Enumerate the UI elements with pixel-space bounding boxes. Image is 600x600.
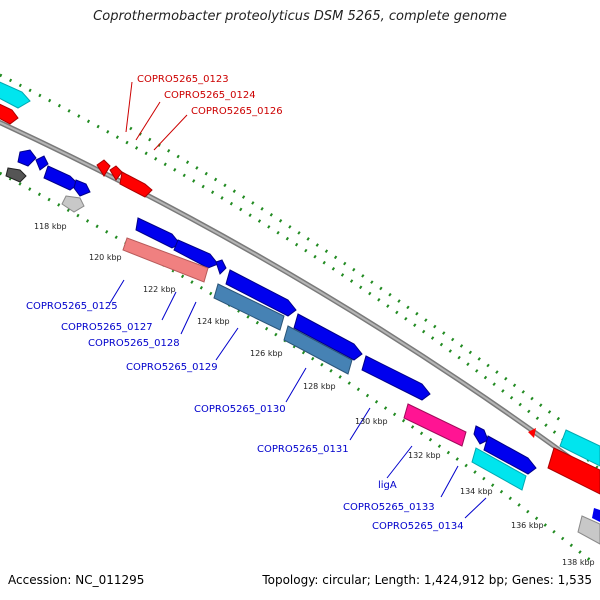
gene-label-0128[interactable]: COPRO5265_0128 (88, 338, 180, 349)
gene-label-0126[interactable]: COPRO5265_0126 (191, 106, 283, 117)
length-label: Length: (374, 573, 421, 587)
accession-label: Accession: (8, 573, 72, 587)
leader-lines (109, 81, 487, 519)
genome-stats: Topology: circular; Length: 1,424,912 bp… (262, 573, 592, 587)
gene-blue-0128[interactable] (225, 269, 297, 317)
accession-info: Accession: NC_011295 (8, 573, 144, 587)
gene-blue-0131[interactable] (473, 425, 489, 445)
gene-red-0123[interactable] (96, 159, 111, 177)
scale-label: 130 kbp (355, 417, 388, 426)
gene-blue-0133[interactable] (483, 435, 537, 475)
map-title: Coprothermobacter proteolyticus DSM 5265… (93, 9, 507, 24)
outer-tick-track (0, 73, 600, 472)
gene-magenta-liga[interactable] (403, 403, 467, 447)
red-gene-labels: COPRO5265_0123 COPRO5265_0124 COPRO5265_… (137, 74, 283, 117)
gene-pink-0125[interactable] (122, 237, 209, 283)
gene-blue-small[interactable] (215, 259, 227, 275)
topology-label: Topology: (262, 573, 319, 587)
gene-label-0129[interactable]: COPRO5265_0129 (126, 362, 218, 373)
genes-label: Genes: (511, 573, 554, 587)
genes-value: 1,535 (557, 573, 592, 587)
gene-cyan-0134[interactable] (471, 447, 527, 491)
genome-backbone (0, 119, 600, 483)
scale-label: 132 kbp (408, 451, 441, 460)
gene-blue-0129[interactable] (293, 313, 363, 361)
gene-blue-a[interactable] (17, 149, 37, 167)
gene-label-0123[interactable]: COPRO5265_0123 (137, 74, 229, 85)
gene-grey-right[interactable] (577, 515, 600, 545)
gene-cyan-topleft[interactable] (0, 80, 31, 109)
scale-label: 128 kbp (303, 382, 336, 391)
gene-red-right[interactable] (547, 447, 600, 495)
gene-label-0133[interactable]: COPRO5265_0133 (343, 502, 435, 513)
scale-label: 134 kbp (460, 487, 493, 496)
inner-tick-track (0, 126, 591, 562)
gene-steel-0129[interactable] (283, 325, 353, 375)
gene-red-topleft[interactable] (0, 102, 19, 125)
gene-blue-0127[interactable] (173, 239, 219, 269)
gene-blue-b[interactable] (35, 155, 49, 171)
accession-value: NC_011295 (75, 573, 145, 587)
gene-blue-right[interactable] (592, 508, 600, 522)
scale-label: 136 kbp (511, 521, 544, 530)
gene-cyan-right[interactable] (559, 429, 600, 467)
scale-label: 126 kbp (250, 349, 283, 358)
gene-blue-0130[interactable] (361, 355, 431, 401)
topology-value: circular (322, 573, 367, 587)
length-value: 1,424,912 bp (423, 573, 504, 587)
gene-label-0127[interactable]: COPRO5265_0127 (61, 322, 153, 333)
gene-blue-c[interactable] (43, 165, 79, 191)
gene-label-0131[interactable]: COPRO5265_0131 (257, 444, 349, 455)
scale-label: 124 kbp (197, 317, 230, 326)
gene-label-0124[interactable]: COPRO5265_0124 (164, 90, 256, 101)
gene-label-0130[interactable]: COPRO5265_0130 (194, 404, 286, 415)
scale-label: 118 kbp (34, 222, 67, 231)
blue-gene-labels: COPRO5265_0125 COPRO5265_0127 COPRO5265_… (26, 301, 464, 532)
gene-steel-0128[interactable] (213, 283, 285, 331)
gene-red-0126[interactable] (119, 171, 153, 198)
scale-labels: 118 kbp 120 kbp 122 kbp 124 kbp 126 kbp … (34, 222, 595, 567)
scale-label: 120 kbp (89, 253, 122, 262)
gene-grey-a[interactable] (61, 195, 85, 213)
gene-dark-a[interactable] (5, 167, 27, 183)
scale-label: 138 kbp (562, 558, 595, 567)
gene-label-liga[interactable]: ligA (378, 480, 397, 491)
scale-label: 122 kbp (143, 285, 176, 294)
gene-label-0125[interactable]: COPRO5265_0125 (26, 301, 118, 312)
gene-label-0134[interactable]: COPRO5265_0134 (372, 521, 464, 532)
gene-red-tiny[interactable] (528, 428, 536, 438)
gene-blue-d[interactable] (73, 179, 91, 197)
